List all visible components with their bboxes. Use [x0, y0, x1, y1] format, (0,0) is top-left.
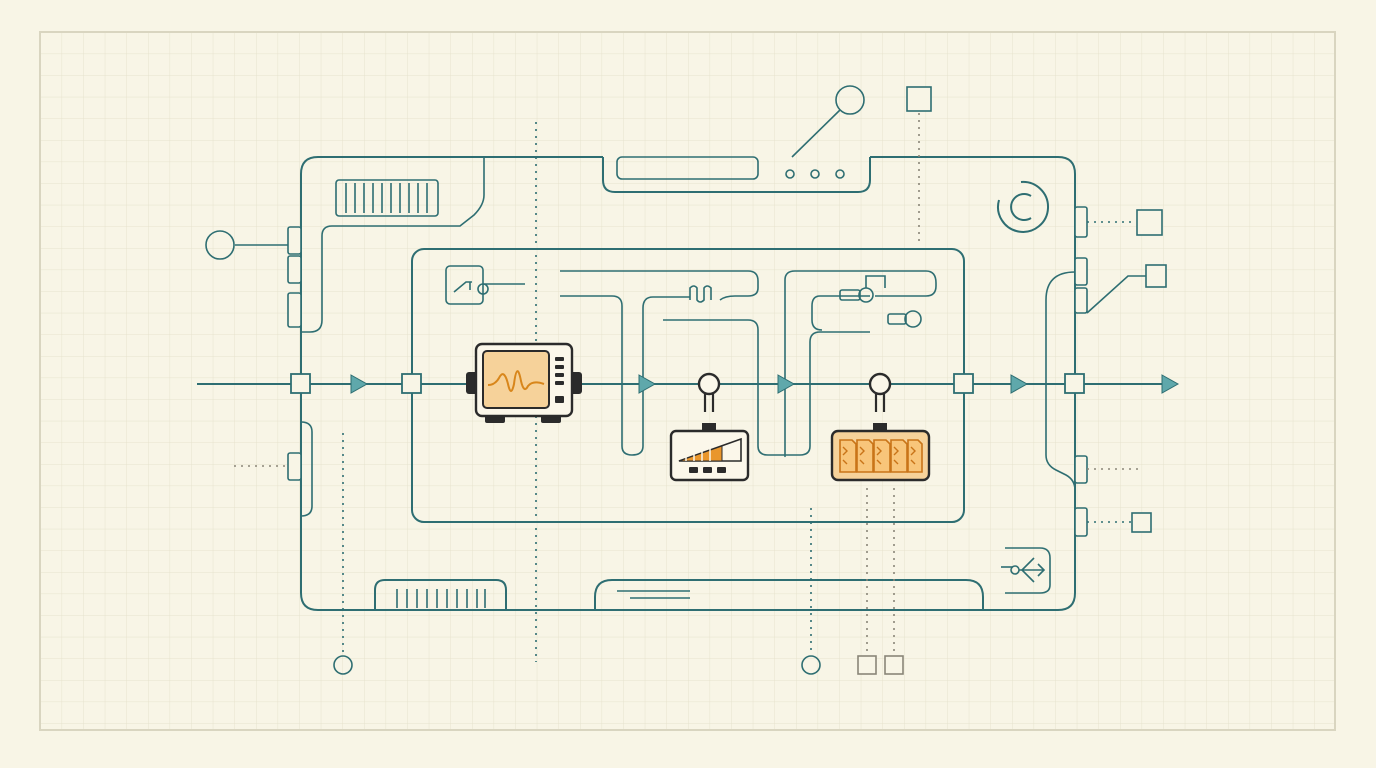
circular-arrow-icon: [997, 180, 1050, 233]
module-bank-icon: [830, 372, 931, 482]
terminal-top-circle: [835, 85, 865, 115]
main-signal-line: [197, 373, 1180, 394]
bottom-vent: [396, 589, 486, 608]
terminal-bottom-circle-1: [333, 655, 353, 675]
grid-paper: [39, 31, 1336, 731]
terminal-bottom-square-1: [857, 655, 877, 675]
junction-node-4: [1064, 373, 1085, 394]
indicator-dot-3: [835, 169, 845, 179]
toggle-switch-icon: [445, 265, 525, 305]
flow-arrow-icon: [638, 374, 657, 394]
terminal-right-square-2: [1145, 264, 1167, 288]
terminal-left-circle: [205, 230, 235, 260]
flow-arrow-icon: [1161, 374, 1180, 394]
side-connectors: [287, 206, 1088, 537]
outer-frame: [300, 156, 1076, 611]
junction-node-1: [290, 373, 311, 394]
flow-arrow-icon: [777, 374, 796, 394]
flow-arrow-icon: [350, 374, 369, 394]
indicator-dot-2: [810, 169, 820, 179]
terminal-bottom-square-2: [884, 655, 904, 675]
terminal-bottom-circle-2: [801, 655, 821, 675]
external-terminals: [205, 85, 1167, 675]
share-node-icon: [1001, 547, 1051, 594]
waveform-monitor-icon: [466, 342, 582, 423]
terminal-right-square-3: [1131, 512, 1152, 533]
flow-arrow-icon: [1010, 374, 1029, 394]
indicator-dot-1: [785, 169, 795, 179]
terminal-right-square-1: [1136, 209, 1163, 236]
signal-level-meter-icon: [669, 372, 750, 482]
dotted-guides: [234, 113, 1140, 662]
top-vent-grille: [335, 179, 439, 217]
junction-node-2: [401, 373, 422, 394]
junction-node-3: [953, 373, 974, 394]
terminal-top-square: [906, 86, 932, 112]
